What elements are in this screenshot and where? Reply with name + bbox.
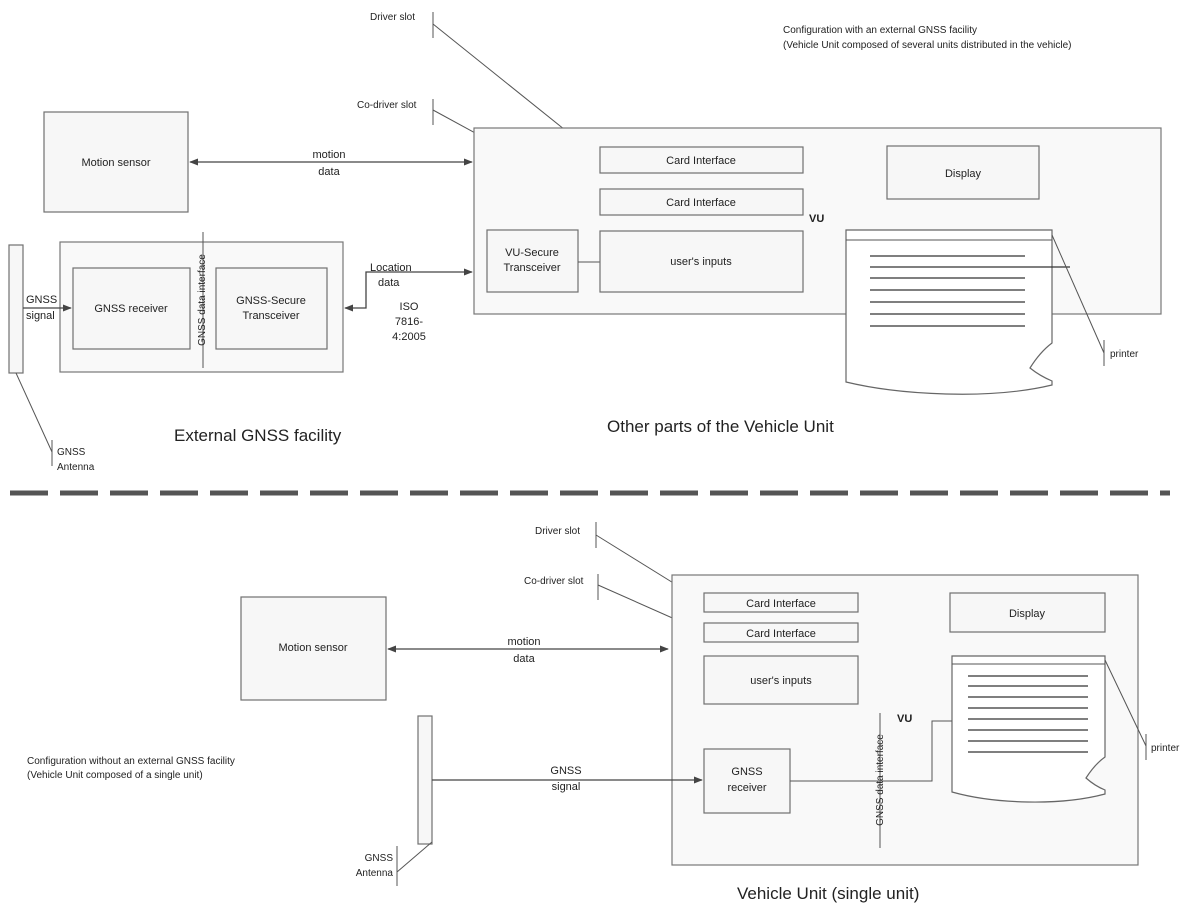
bottom-gnss-receiver-line2: receiver <box>727 782 766 794</box>
bottom-codriver-slot-label: Co-driver slot <box>524 576 584 587</box>
top-motion-sensor-label: Motion sensor <box>81 157 150 169</box>
top-gnss-antenna-line1: GNSS <box>57 447 86 458</box>
bottom-printer-paper <box>951 655 1106 803</box>
bottom-gnss-antenna-line2: Antenna <box>356 868 394 879</box>
top-card-interface-1-label: Card Interface <box>666 155 736 167</box>
top-codriver-slot-label: Co-driver slot <box>357 100 417 111</box>
bottom-gnss-antenna <box>417 715 433 845</box>
bottom-gnss-data-interface-label: GNSS data interface <box>875 734 886 826</box>
top-display-box <box>886 145 1040 200</box>
top-gnss-antenna <box>8 244 24 374</box>
top-iso-line3: 4:2005 <box>392 331 426 343</box>
top-location-data-line2: data <box>378 277 400 289</box>
bottom-users-inputs-box <box>703 655 859 705</box>
top-gnss-signal-line2: signal <box>26 310 55 322</box>
top-caption-line1: Configuration with an external GNSS faci… <box>783 25 977 36</box>
bottom-configuration: Driver slot Co-driver slot Motion sensor… <box>27 522 1180 903</box>
top-printer-connector <box>1051 234 1105 354</box>
top-vu-secure-line1: VU-Secure <box>505 247 559 259</box>
bottom-motion-sensor-box <box>240 596 387 701</box>
bottom-gnss-receiver-box <box>703 748 791 814</box>
top-card-interface-2 <box>599 188 804 216</box>
top-motion-data-line2: data <box>318 166 340 178</box>
bottom-card-interface-2 <box>703 622 859 643</box>
top-other-parts-label: Other parts of the Vehicle Unit <box>607 417 834 436</box>
top-gnss-secure-transceiver <box>215 267 328 350</box>
top-gnss-secure-line2: Transceiver <box>242 310 299 322</box>
top-gnss-receiver-label: GNSS receiver <box>94 303 168 315</box>
top-gnss-secure-line1: GNSS-Secure <box>236 295 306 307</box>
bottom-gnss-data-link <box>790 720 952 782</box>
bottom-users-inputs-label: user's inputs <box>750 675 812 687</box>
bottom-printer-connector <box>1104 659 1147 747</box>
bottom-antenna-connector <box>396 841 433 873</box>
bottom-caption-line2: (Vehicle Unit composed of a single unit) <box>27 770 203 781</box>
top-motion-sensor-box <box>43 111 189 213</box>
top-vu-secure-line2: Transceiver <box>503 262 560 274</box>
top-driver-slot-label: Driver slot <box>370 12 415 23</box>
top-card-interface-1 <box>599 146 804 174</box>
bottom-card-interface-2-label: Card Interface <box>746 628 816 640</box>
top-antenna-connector <box>15 372 53 453</box>
top-printer-label: printer <box>1110 349 1139 360</box>
top-gnss-signal-line1: GNSS <box>26 294 57 306</box>
top-iso-line2: 7816- <box>395 316 423 328</box>
top-users-inputs-box <box>599 230 804 293</box>
top-users-inputs-label: user's inputs <box>670 256 732 268</box>
top-caption-line2: (Vehicle Unit composed of several units … <box>783 40 1071 51</box>
top-printer-paper <box>845 229 1053 395</box>
bottom-display-label: Display <box>1009 608 1046 620</box>
top-configuration: Configuration with an external GNSS faci… <box>8 12 1162 473</box>
bottom-caption-line1: Configuration without an external GNSS f… <box>27 756 235 767</box>
bottom-card-interface-1 <box>703 592 859 613</box>
top-iso-line1: ISO <box>400 301 419 313</box>
top-card-interface-2-label: Card Interface <box>666 197 736 209</box>
bottom-card-interface-1-label: Card Interface <box>746 598 816 610</box>
top-display-label: Display <box>945 168 982 180</box>
bottom-gnss-receiver-line1: GNSS <box>731 766 762 778</box>
top-location-data-arrow <box>344 268 473 312</box>
bottom-gnss-signal-line2: signal <box>552 781 581 793</box>
top-gnss-receiver-box <box>72 267 191 350</box>
bottom-motion-data-line1: motion <box>507 636 540 648</box>
bottom-gnss-signal-line1: GNSS <box>550 765 581 777</box>
top-vu-secure-transceiver <box>486 229 579 293</box>
bottom-gnss-antenna-line1: GNSS <box>365 853 394 864</box>
top-gnss-antenna-line2: Antenna <box>57 462 95 473</box>
bottom-motion-data-line2: data <box>513 653 535 665</box>
bottom-printer-label: printer <box>1151 743 1180 754</box>
bottom-driver-slot-label: Driver slot <box>535 526 580 537</box>
top-motion-data-line1: motion <box>312 149 345 161</box>
bottom-display-box <box>949 592 1106 633</box>
bottom-vu-label: VU <box>897 713 912 725</box>
top-gnss-data-interface-label: GNSS data interface <box>197 254 208 346</box>
bottom-vehicle-unit-label: Vehicle Unit (single unit) <box>737 884 919 903</box>
top-external-gnss-label: External GNSS facility <box>174 426 342 445</box>
top-vu-label: VU <box>809 213 824 225</box>
bottom-motion-sensor-label: Motion sensor <box>278 642 347 654</box>
